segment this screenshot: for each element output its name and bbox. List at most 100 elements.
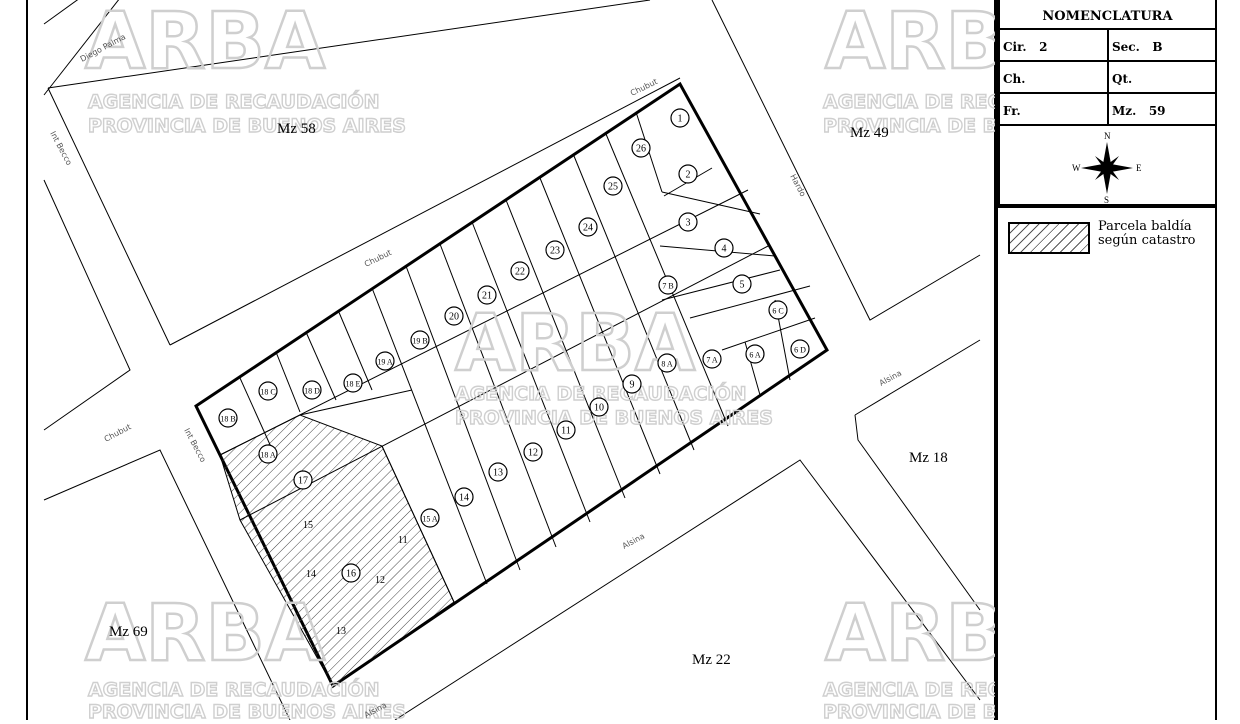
parcel-circle bbox=[622, 374, 642, 394]
label-mz58: Mz 58 bbox=[277, 121, 316, 137]
street-hardo: Hardo bbox=[788, 173, 807, 199]
parcel-number: 11 bbox=[561, 426, 571, 437]
parcel-marker: 18 C bbox=[258, 381, 278, 401]
parcel-marker: 16 bbox=[341, 563, 361, 583]
parcel-circle bbox=[444, 306, 464, 326]
label-mz69: Mz 69 bbox=[109, 624, 148, 640]
parcel-marker: 9 bbox=[622, 374, 642, 394]
parcel-circle bbox=[545, 240, 565, 260]
svg-text:PROVINCIA DE BUENOS AIRES: PROVINCIA DE BUENOS AIRES bbox=[823, 701, 995, 720]
block-labels: Mz 58 Mz 49 Mz 18 Mz 69 Mz 22 bbox=[109, 121, 948, 668]
parcel-number: 7 A bbox=[706, 356, 718, 365]
parcel-marker: 3 bbox=[678, 212, 698, 232]
parcel-number: 4 bbox=[722, 244, 727, 255]
parcel-marker: 5 bbox=[732, 274, 752, 294]
parcel-marker: 18 D bbox=[302, 380, 322, 400]
parcel-circle bbox=[341, 563, 361, 583]
compass-e: E bbox=[1136, 163, 1142, 173]
nom-sec-cell: Sec. B bbox=[1109, 30, 1217, 62]
street-int-becco-left: Int Becco bbox=[182, 427, 207, 464]
parcel-circle bbox=[343, 373, 363, 393]
parcel-circle bbox=[477, 285, 497, 305]
street-chubut-top: Chubut bbox=[629, 77, 659, 98]
nom-ch-label: Ch. bbox=[1003, 72, 1026, 86]
parcel-number: 18 B bbox=[220, 415, 235, 424]
parcel-circle bbox=[589, 397, 609, 417]
label-mz49: Mz 49 bbox=[850, 125, 889, 141]
parcel-number: 19 B bbox=[412, 337, 427, 346]
parcel-circle bbox=[578, 217, 598, 237]
nom-qt-label: Qt. bbox=[1112, 72, 1133, 86]
compass-box: N S E W bbox=[998, 126, 1217, 206]
parcel-circle bbox=[702, 349, 722, 369]
vacant-parcel-swatch bbox=[1008, 222, 1090, 254]
block-mz58 bbox=[47, 0, 681, 346]
parcel-circle bbox=[714, 238, 734, 258]
parcel-circle bbox=[510, 261, 530, 281]
parcel-number: 6 D bbox=[794, 346, 806, 355]
parcel-marker: 4 bbox=[714, 238, 734, 258]
svg-text:PROVINCIA DE BUENOS AIRES: PROVINCIA DE BUENOS AIRES bbox=[88, 115, 406, 137]
parcel-number: 12 bbox=[528, 448, 538, 459]
parcel-circle bbox=[410, 330, 430, 350]
parcel-circle bbox=[375, 351, 395, 371]
parcel-marker: 8 A bbox=[657, 353, 677, 373]
parcel-circle bbox=[768, 300, 788, 320]
street-chubut-left: Chubut bbox=[103, 422, 133, 444]
parcel-marker: 18 A bbox=[258, 444, 278, 464]
block-outlines bbox=[43, 0, 981, 721]
street-alsina-bottom: Alsina bbox=[621, 531, 647, 550]
parcel-marker: 13 bbox=[488, 462, 508, 482]
nom-cir-cell: Cir. 2 bbox=[1000, 30, 1109, 62]
parcel-number: 14 bbox=[459, 493, 469, 504]
parcel-marker: 25 bbox=[603, 176, 623, 196]
parcel-circle bbox=[302, 380, 322, 400]
parcel-marker: 17 bbox=[293, 470, 313, 490]
parcel-number-plain: 12 bbox=[375, 575, 385, 586]
compass-s: S bbox=[1104, 195, 1109, 204]
parcel-circle bbox=[631, 138, 651, 158]
label-mz18: Mz 18 bbox=[909, 450, 948, 466]
nom-mz-label: Mz. bbox=[1112, 104, 1137, 118]
parcel-number: 10 bbox=[594, 403, 604, 414]
parcel-marker: 1 bbox=[670, 108, 690, 128]
parcel-number: 24 bbox=[583, 223, 593, 234]
legend-line2: según catastro bbox=[1098, 233, 1196, 248]
nom-fr-label: Fr. bbox=[1003, 104, 1021, 118]
parcel-circle bbox=[658, 275, 678, 295]
parcel-number: 2 bbox=[686, 170, 691, 181]
parcel-circle bbox=[657, 353, 677, 373]
svg-text:PROVINCIA DE BUENOS AIRES: PROVINCIA DE BUENOS AIRES bbox=[88, 701, 406, 720]
nom-mz-cell: Mz. 59 bbox=[1109, 94, 1217, 124]
parcel-number-plain: 11 bbox=[398, 535, 408, 546]
parcel-number: 17 bbox=[298, 476, 308, 487]
parcel-circle bbox=[258, 444, 278, 464]
nom-ch-cell: Ch. bbox=[1000, 62, 1109, 94]
parcel-number: 8 A bbox=[661, 360, 673, 369]
parcel-marker: 7 A bbox=[702, 349, 722, 369]
nom-mz-value: 59 bbox=[1148, 104, 1166, 118]
nomenclatura-title: NOMENCLATURA bbox=[998, 0, 1217, 30]
map-canvas: ARBA ARBA ARBA ARBA ARBA AGENCIA DE RECA… bbox=[26, 0, 1142, 724]
parcel-marker: 10 bbox=[589, 397, 609, 417]
parcel-marker: 15 A bbox=[420, 508, 440, 528]
parcel-circle bbox=[488, 462, 508, 482]
parcel-marker: 14 bbox=[454, 487, 474, 507]
parcel-circle bbox=[732, 274, 752, 294]
parcel-circle bbox=[670, 108, 690, 128]
parcel-marker: 26 bbox=[631, 138, 651, 158]
compass-n: N bbox=[1104, 131, 1111, 141]
parcel-marker: 19 B bbox=[410, 330, 430, 350]
parcel-marker: 21 bbox=[477, 285, 497, 305]
parcel-circle bbox=[790, 339, 810, 359]
parcel-marker: 18 E bbox=[343, 373, 363, 393]
parcel-number: 5 bbox=[740, 280, 745, 291]
block-mz69 bbox=[43, 449, 291, 721]
parcel-marker: 23 bbox=[545, 240, 565, 260]
svg-text:ARBA: ARBA bbox=[825, 589, 995, 679]
compass-w: W bbox=[1072, 163, 1081, 173]
legend-text: Parcela baldía según catastro bbox=[1098, 220, 1216, 248]
parcel-number: 13 bbox=[493, 468, 503, 479]
